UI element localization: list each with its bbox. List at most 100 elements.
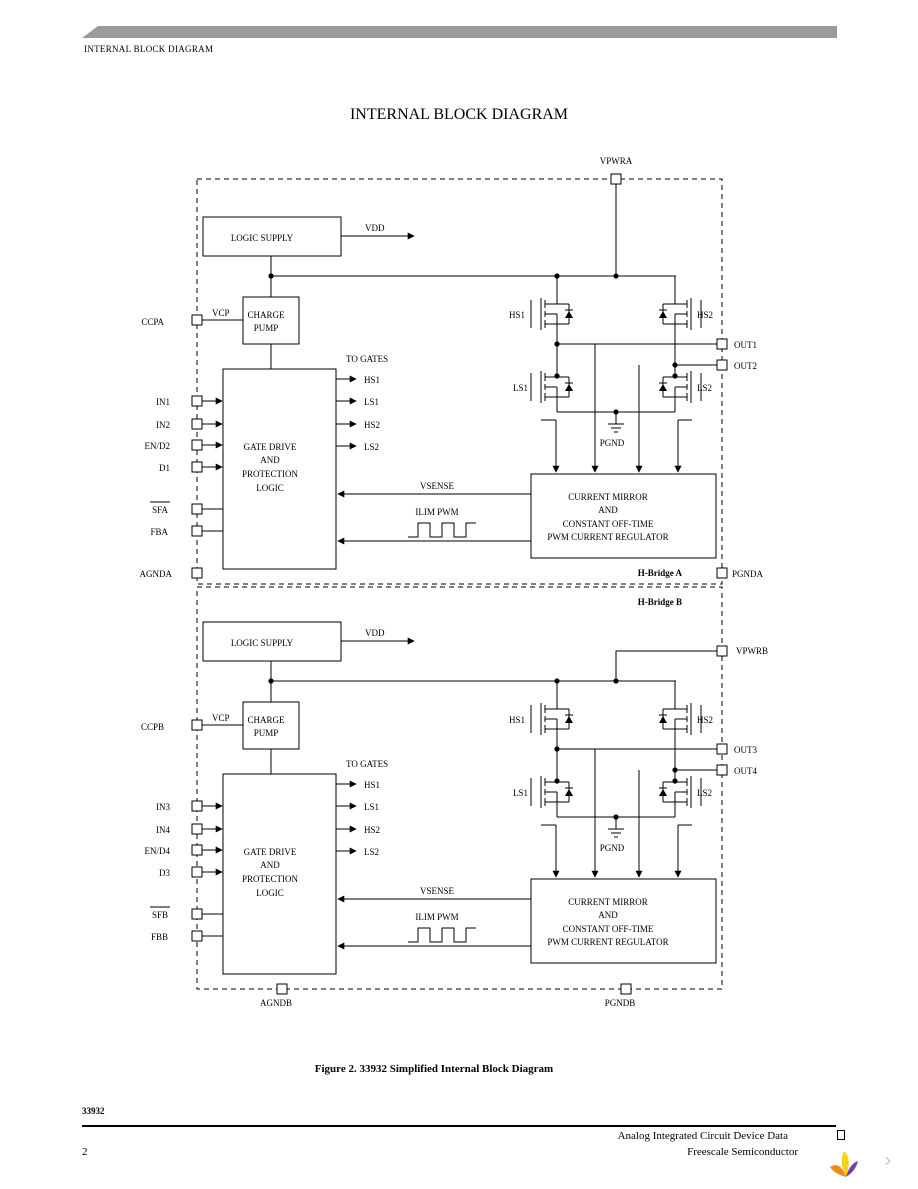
gate-drive-block bbox=[222, 773, 337, 975]
gate-output-label: LS1 bbox=[364, 802, 379, 812]
to-gates-label: TO GATES bbox=[346, 759, 388, 769]
input-label: EN/D2 bbox=[145, 441, 171, 451]
page-title: INTERNAL BLOCK DIAGRAM bbox=[349, 106, 569, 123]
feedback-pin bbox=[191, 930, 203, 942]
fault-pin bbox=[191, 908, 203, 920]
fault-pin bbox=[191, 503, 203, 515]
body-diode bbox=[565, 311, 573, 318]
regulator-label: PWM CURRENT REGULATOR bbox=[547, 532, 668, 542]
mosfet-label: LS2 bbox=[697, 383, 712, 393]
output-label: OUT2 bbox=[734, 361, 757, 371]
input-label: D1 bbox=[159, 463, 170, 473]
feedback-pin bbox=[191, 525, 203, 537]
regulator-label: CURRENT MIRROR bbox=[568, 492, 648, 502]
output-pin bbox=[716, 764, 728, 776]
gate-output-label: HS1 bbox=[364, 375, 380, 385]
vdd-label: VDD bbox=[365, 628, 385, 638]
mosfet-label: HS2 bbox=[697, 715, 713, 725]
gate-drive-label: GATE DRIVE bbox=[244, 847, 297, 857]
figure-caption: Figure 2. 33932 Simplified Internal Bloc… bbox=[314, 1063, 554, 1075]
output-pin bbox=[716, 743, 728, 755]
input-label: IN2 bbox=[156, 420, 170, 430]
regulator-label: CONSTANT OFF-TIME bbox=[563, 519, 654, 529]
pgnd-pin bbox=[716, 567, 728, 579]
input-pin bbox=[191, 844, 203, 856]
vpwr-label: VPWRA bbox=[600, 156, 633, 166]
company-name: Freescale Semiconductor bbox=[687, 1146, 798, 1158]
junction-dot bbox=[672, 778, 678, 784]
input-pin bbox=[191, 866, 203, 878]
input-pin bbox=[191, 823, 203, 835]
vsense-label: VSENSE bbox=[420, 481, 455, 491]
vpwr-pin bbox=[716, 645, 728, 657]
gate-output-label: LS2 bbox=[364, 442, 379, 452]
feedback-label: FBA bbox=[150, 527, 168, 537]
current-regulator-block bbox=[530, 473, 717, 559]
input-label: D3 bbox=[159, 868, 170, 878]
input-pin bbox=[191, 461, 203, 473]
logic-supply-label: LOGIC SUPPLY bbox=[231, 233, 294, 243]
input-pin bbox=[191, 800, 203, 812]
header-bar bbox=[82, 26, 837, 38]
bridge-label: H-Bridge A bbox=[638, 568, 683, 578]
wire bbox=[615, 650, 722, 681]
pwm-waveform bbox=[408, 927, 476, 943]
ccp-label: CCPB bbox=[141, 722, 164, 732]
next-page-icon[interactable]: › bbox=[884, 1148, 892, 1172]
ccp-pin bbox=[191, 314, 203, 326]
mosfet-label: HS1 bbox=[509, 310, 525, 320]
h-bridge-b: LOGIC SUPPLYVDDVPWRBCHARGEPUMPCCPBVCPGAT… bbox=[141, 586, 768, 1008]
h-bridge-a: LOGIC SUPPLYVDDVPWRACHARGEPUMPCCPAVCPGAT… bbox=[140, 156, 764, 585]
gate-drive-label: AND bbox=[260, 860, 280, 870]
vdd-label: VDD bbox=[365, 223, 385, 233]
agnd-pin bbox=[276, 983, 288, 995]
regulator-label: AND bbox=[598, 505, 618, 515]
junction-dot bbox=[554, 778, 560, 784]
regulator-label: AND bbox=[598, 910, 618, 920]
regulator-label: CURRENT MIRROR bbox=[568, 897, 648, 907]
vcp-label: VCP bbox=[212, 713, 230, 723]
body-diode bbox=[659, 384, 667, 391]
bookmark-icon[interactable] bbox=[837, 1130, 845, 1140]
gate-drive-label: PROTECTION bbox=[242, 874, 299, 884]
output-pin bbox=[716, 359, 728, 371]
agnd-label: AGNDA bbox=[140, 569, 173, 579]
junction-dot bbox=[268, 273, 274, 279]
mosfet-label: LS1 bbox=[513, 788, 528, 798]
charge-pump-label: PUMP bbox=[254, 728, 279, 738]
fault-label: SFA bbox=[152, 505, 168, 515]
vpwr-pin bbox=[610, 173, 622, 185]
input-label: IN4 bbox=[156, 825, 170, 835]
ccp-pin bbox=[191, 719, 203, 731]
pgnd-pin-label: PGNDA bbox=[732, 569, 764, 579]
part-number: 33932 bbox=[82, 1106, 105, 1116]
junction-dot bbox=[672, 373, 678, 379]
fault-label: SFB bbox=[152, 910, 168, 920]
input-label: IN1 bbox=[156, 397, 170, 407]
body-diode bbox=[659, 716, 667, 723]
section-header: INTERNAL BLOCK DIAGRAM bbox=[84, 44, 214, 54]
agnd-label: AGNDB bbox=[260, 998, 292, 1008]
charge-pump-label: CHARGE bbox=[247, 310, 285, 320]
charge-pump-block bbox=[242, 296, 300, 345]
gate-output-label: HS2 bbox=[364, 420, 380, 430]
mosfet-label: HS1 bbox=[509, 715, 525, 725]
logic-supply-label: LOGIC SUPPLY bbox=[231, 638, 294, 648]
body-diode bbox=[659, 789, 667, 796]
vsense-label: VSENSE bbox=[420, 886, 455, 896]
charge-pump-block bbox=[242, 701, 300, 750]
mosfet-label: HS2 bbox=[697, 310, 713, 320]
gate-output-label: LS2 bbox=[364, 847, 379, 857]
agnd-pin bbox=[191, 567, 203, 579]
ccp-label: CCPA bbox=[141, 317, 164, 327]
to-gates-label: TO GATES bbox=[346, 354, 388, 364]
vpwr-label: VPWRB bbox=[736, 646, 768, 656]
ilim-pwm-label: ILIM PWM bbox=[415, 507, 458, 517]
gate-drive-label: LOGIC bbox=[256, 888, 284, 898]
gate-output-label: HS1 bbox=[364, 780, 380, 790]
junction-dot bbox=[268, 678, 274, 684]
ilim-pwm-label: ILIM PWM bbox=[415, 912, 458, 922]
input-label: EN/D4 bbox=[145, 846, 171, 856]
body-diode bbox=[659, 311, 667, 318]
